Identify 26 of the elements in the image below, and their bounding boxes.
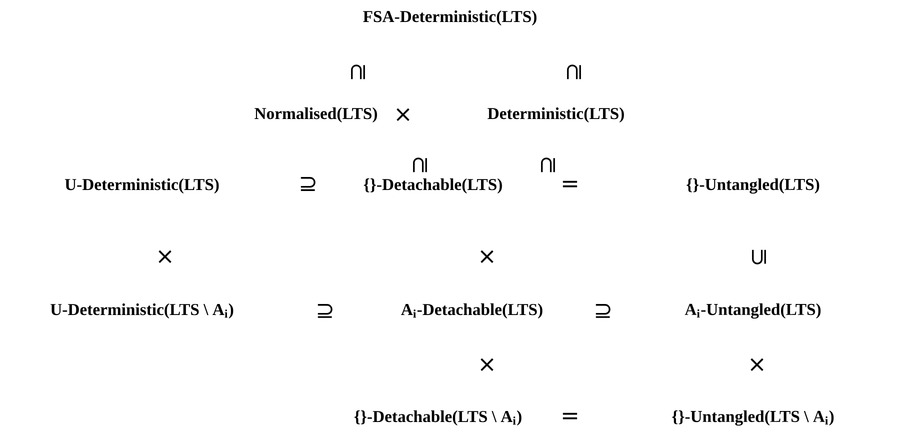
relation-symbol: ⊇ [413,158,427,172]
relation-symbol: × [480,358,494,372]
set-name: U-Deterministic(LTS \ A$_{i}$) [50,303,234,319]
relation-symbol: × [158,250,172,264]
relation-symbol: ⊆ [752,250,766,264]
relation-symbol: = [562,180,578,188]
relation-symbol: ⊇ [318,304,332,318]
relation-symbol: × [750,358,764,372]
set-name: U-Deterministic(LTS) [64,178,219,194]
relation-symbol: ⊇ [351,64,365,80]
set-name: FSA-Deterministic(LTS) [363,10,536,26]
set-name: Deterministic(LTS) [488,107,624,123]
set-name: {}-Detachable(LTS) [364,178,502,194]
relation-symbol: = [562,412,578,420]
set-name: {}-Untangled(LTS) [686,178,820,194]
relation-symbol: ⊇ [541,158,555,172]
relation-symbol: ⊇ [596,304,610,318]
set-name: Normalised(LTS) [254,107,377,123]
relation-symbol: ⊇ [300,177,316,191]
set-name: A$_{i}$-Detachable(LTS) [401,303,542,319]
set-name: {}-Untangled(LTS \ A$_{i}$) [672,410,834,426]
relation-symbol: ⊇ [567,64,581,80]
set-name: {}-Detachable(LTS \ A$_{i}$) [354,410,522,426]
relation-symbol: × [396,108,410,122]
relation-symbol: × [480,250,494,264]
set-name: A$_{i}$-Untangled(LTS) [684,303,821,319]
